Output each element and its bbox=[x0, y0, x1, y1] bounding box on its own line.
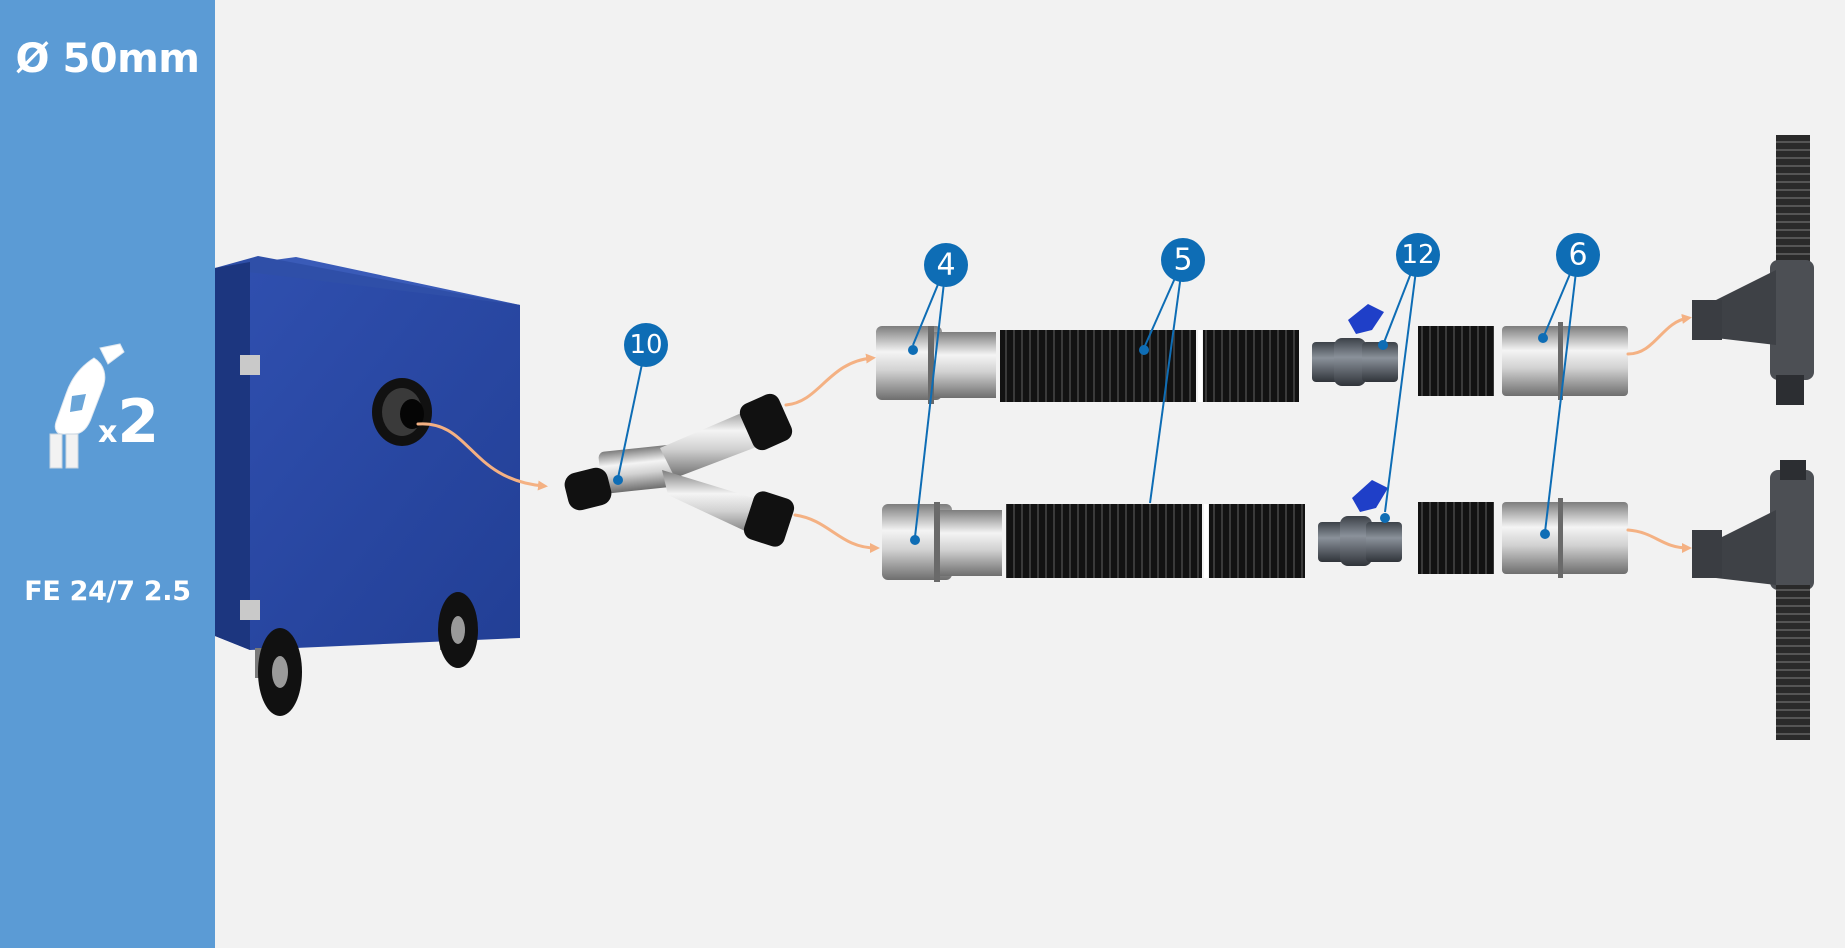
callout-6: 6 bbox=[1556, 233, 1600, 277]
hose-line-top bbox=[876, 304, 1628, 404]
sidebar-panel: Ø 50mm x2 FE 24/7 2.5 bbox=[0, 0, 215, 948]
callout-12: 12 bbox=[1396, 233, 1440, 277]
callout-4: 4 bbox=[924, 243, 968, 287]
extraction-gun-icon bbox=[49, 343, 125, 469]
model-label: FE 24/7 2.5 bbox=[24, 576, 191, 607]
torch-connector-bottom bbox=[1692, 460, 1814, 740]
flow-arrow bbox=[1626, 313, 1692, 356]
hose-line-bottom bbox=[882, 480, 1628, 582]
quantity-value: 2 bbox=[117, 387, 160, 457]
callout-5: 5 bbox=[1161, 238, 1205, 282]
svg-text:12: 12 bbox=[1401, 240, 1434, 270]
flow-arrow bbox=[793, 513, 880, 553]
quantity-label: x2 bbox=[98, 392, 159, 452]
quantity-prefix: x bbox=[98, 415, 118, 450]
flow-arrow bbox=[1626, 528, 1692, 553]
svg-text:10: 10 bbox=[629, 330, 662, 360]
diameter-label: Ø 50mm bbox=[15, 36, 200, 82]
flow-arrow bbox=[416, 422, 548, 491]
callout-10: 10 bbox=[624, 323, 668, 367]
leader-dots bbox=[613, 333, 1550, 545]
torch-connector-top bbox=[1692, 135, 1814, 405]
svg-text:4: 4 bbox=[936, 248, 955, 283]
flow-arrows bbox=[416, 313, 1692, 553]
y-branch-fitting bbox=[564, 393, 795, 547]
extraction-unit bbox=[215, 256, 520, 716]
flow-arrow bbox=[784, 353, 876, 407]
svg-text:6: 6 bbox=[1568, 238, 1587, 273]
svg-text:5: 5 bbox=[1173, 243, 1192, 278]
